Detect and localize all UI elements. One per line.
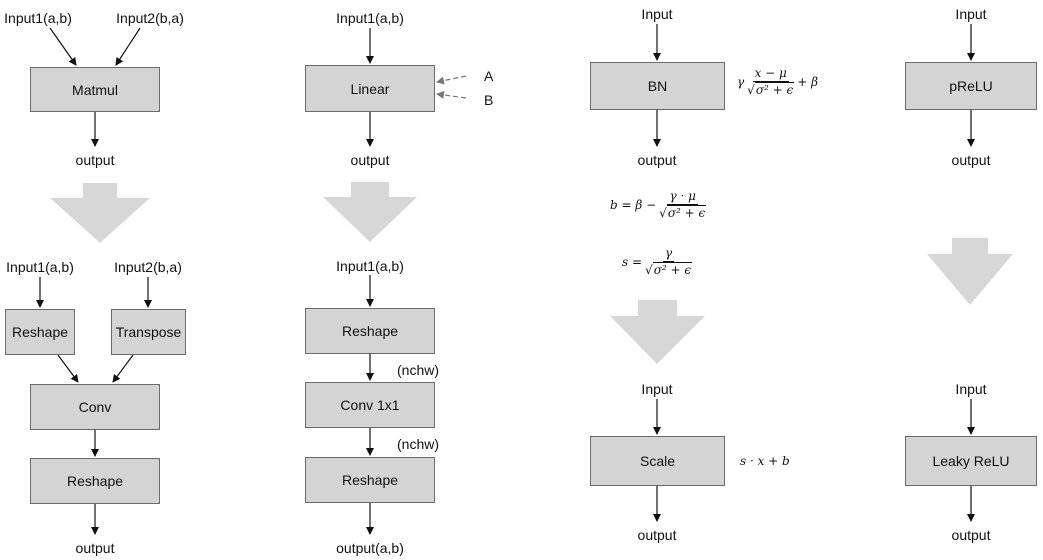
transform-arrow-bn	[610, 300, 705, 364]
scale-factor-fraction: γ √σ² + ϵ	[645, 246, 693, 277]
bias-formula-lhs: b = β −	[610, 197, 657, 212]
arrow-reshape-to-conv	[57, 354, 79, 383]
bias-formula-numerator: γ · μ	[667, 189, 698, 205]
conv-input2-label: Input2(b,a)	[114, 259, 182, 275]
transpose-node: Transpose	[111, 309, 186, 355]
scale-input-label: Input	[641, 381, 673, 397]
bn-formula-fraction: x − μ √σ² + ϵ	[747, 66, 795, 97]
matmul-node: Matmul	[30, 67, 160, 112]
scale-formula: s · x + b	[740, 454, 790, 468]
param-b-label: B	[484, 92, 494, 108]
reshape-left-node: Reshape	[5, 309, 75, 355]
scale-output-label: output	[637, 527, 677, 543]
transform-arrow-linear	[323, 182, 417, 242]
conv-output-label: output	[75, 540, 115, 556]
scale-node: Scale	[590, 436, 725, 486]
bn-formula: γ x − μ √σ² + ϵ + β	[737, 66, 818, 97]
arrow-a-to-linear	[436, 75, 467, 85]
conv1x1-node: Conv 1x1	[305, 382, 435, 428]
transform-arrow-matmul	[50, 183, 150, 243]
leaky-relu-node: Leaky ReLU	[905, 436, 1037, 486]
bn-node: BN	[590, 62, 725, 110]
matmul-input1-label: Input1(a,b)	[4, 10, 72, 26]
bn-formula-tail: + β	[797, 74, 819, 89]
linear-input-label: Input1(a,b)	[336, 10, 404, 26]
conv-node: Conv	[30, 384, 160, 430]
prelu-input-label: Input	[955, 6, 987, 22]
nchw-label-2: (nchw)	[397, 436, 440, 452]
prelu-output-label: output	[951, 152, 991, 168]
arrow-b-to-linear	[436, 90, 467, 99]
conv1x1-output-label: output(a,b)	[336, 540, 404, 556]
reshape-out-node: Reshape	[30, 458, 160, 504]
leaky-input-label: Input	[955, 381, 987, 397]
arrow-transpose-to-conv	[112, 354, 134, 383]
scale-factor-numerator: γ	[662, 246, 675, 262]
bn-input-label: Input	[641, 6, 673, 22]
sqrt-symbol: √	[747, 83, 755, 97]
matmul-output-label: output	[75, 152, 115, 168]
bn-formula-gamma: γ	[737, 74, 745, 89]
param-a-label: A	[484, 68, 494, 84]
reshape-out-node-linear: Reshape	[305, 457, 435, 503]
sqrt-symbol: √	[659, 206, 667, 220]
linear-node: Linear	[305, 65, 435, 112]
prelu-node: pReLU	[905, 62, 1037, 110]
arrow-input1-to-matmul	[49, 27, 77, 66]
scale-factor-denominator: σ² + ϵ	[652, 262, 693, 277]
bn-output-label: output	[637, 152, 677, 168]
scale-factor-formula: s = γ √σ² + ϵ	[622, 246, 695, 277]
leaky-output-label: output	[951, 527, 991, 543]
conv1x1-input-label: Input1(a,b)	[336, 258, 404, 274]
bias-formula-denominator: σ² + ϵ	[666, 205, 707, 220]
arrow-input2-to-matmul	[115, 27, 141, 66]
scale-factor-lhs: s =	[622, 254, 643, 269]
bias-formula: b = β − γ · μ √σ² + ϵ	[610, 189, 709, 220]
matmul-input2-label: Input2(b,a)	[116, 10, 184, 26]
bn-formula-numerator: x − μ	[752, 66, 789, 82]
conv-input1-label: Input1(a,b)	[6, 259, 74, 275]
nchw-label-1: (nchw)	[397, 362, 440, 378]
linear-output-label: output	[350, 152, 390, 168]
reshape-in-node: Reshape	[305, 308, 435, 354]
bn-formula-denominator: σ² + ϵ	[754, 82, 795, 97]
bias-formula-fraction: γ · μ √σ² + ϵ	[659, 189, 707, 220]
sqrt-symbol: √	[645, 263, 653, 277]
transform-arrow-prelu	[927, 238, 1013, 305]
